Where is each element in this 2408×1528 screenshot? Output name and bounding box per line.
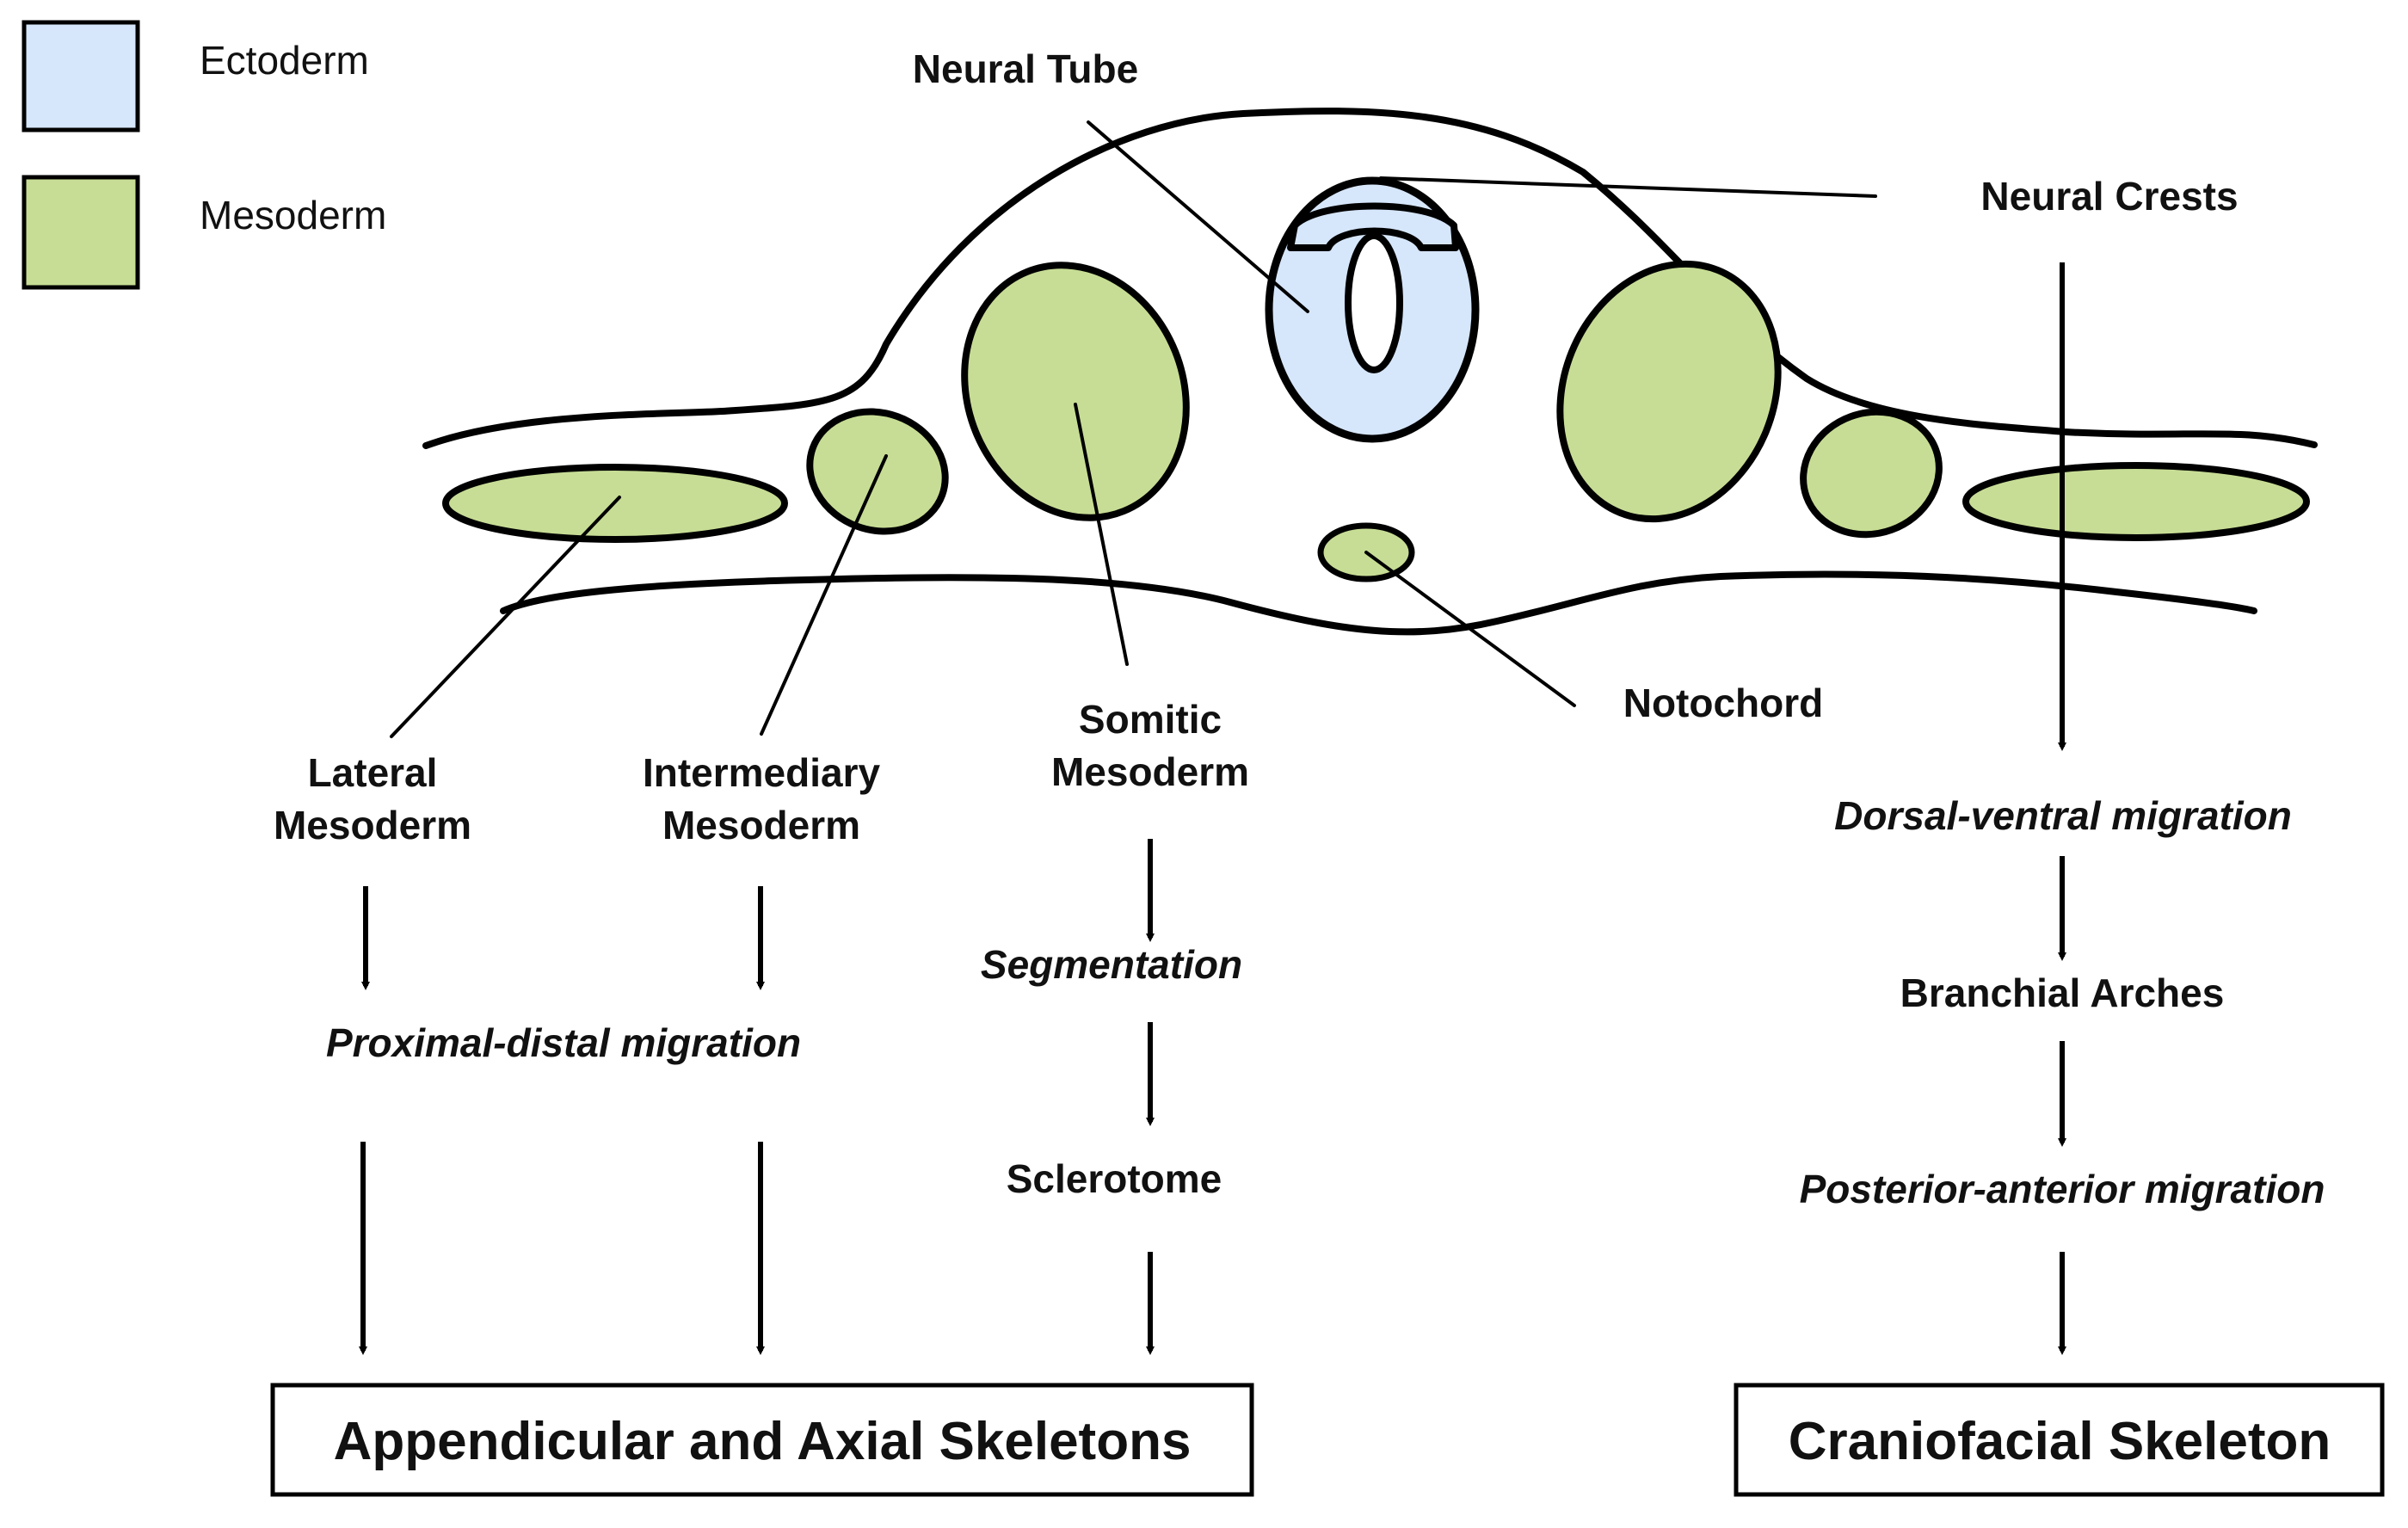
legend-swatch-mesoderm: [22, 175, 140, 290]
legend-swatch-ectoderm: [22, 20, 140, 132]
label-lateral-mesoderm-line1: Lateral: [308, 750, 438, 795]
outcome-craniofacial: Craniofacial Skeleton: [1734, 1383, 2385, 1497]
step-dorsal-ventral-migration: Dorsal-ventral migration: [1834, 793, 2292, 838]
legend-label-ectoderm: Ectoderm: [200, 38, 369, 83]
leader-lines: [390, 120, 1877, 738]
step-proximal-distal-migration: Proximal-distal migration: [326, 1020, 801, 1065]
step-segmentation: Segmentation: [981, 942, 1242, 987]
leader-notochord: [1364, 551, 1576, 707]
dorsal-surface-outline: [422, 108, 2318, 449]
step-sclerotome: Sclerotome: [1007, 1156, 1222, 1201]
neural-tube-lumen: [1345, 232, 1403, 373]
outcome-box-appendicular-axial: [270, 1383, 1254, 1497]
label-somitic-mesoderm-line2: Mesoderm: [1051, 749, 1249, 794]
right-somitic-mesoderm: [1556, 260, 1782, 523]
legend: Ectoderm Mesoderm: [22, 20, 386, 290]
neural-crest-cap: [1287, 202, 1459, 251]
leader-neural-crests: [1379, 176, 1877, 198]
leader-intermediary-mesoderm: [760, 454, 888, 736]
right-intermediary-mesoderm: [1800, 408, 1943, 539]
label-somitic-mesoderm-line1: Somitic: [1079, 697, 1222, 742]
label-neural-tube: Neural Tube: [913, 46, 1138, 91]
outcome-label-appendicular-axial: Appendicular and Axial Skeletons: [334, 1412, 1192, 1471]
right-lateral-mesoderm: [1962, 462, 2310, 541]
step-posterior-anterior-migration: Posterior-anterior migration: [1800, 1167, 2325, 1211]
label-lateral-mesoderm-line2: Mesoderm: [274, 803, 471, 847]
outcome-box-craniofacial: [1734, 1383, 2385, 1497]
label-neural-crests: Neural Crests: [1980, 174, 2238, 219]
label-notochord: Notochord: [1623, 681, 1824, 725]
left-somitic-mesoderm: [961, 262, 1190, 521]
outcome-appendicular-axial: Appendicular and Axial Skeletons: [270, 1383, 1254, 1497]
label-intermediary-mesoderm-line2: Mesoderm: [662, 803, 860, 847]
leader-lateral-mesoderm: [390, 496, 621, 738]
legend-label-mesoderm: Mesoderm: [200, 193, 386, 237]
leader-somitic-mesoderm: [1074, 403, 1129, 666]
step-branchial-arches: Branchial Arches: [1900, 970, 2225, 1015]
label-intermediary-mesoderm-line1: Intermediary: [643, 750, 881, 795]
ventral-surface-outline: [500, 570, 2257, 636]
leader-neural-tube: [1087, 120, 1309, 313]
outcome-label-craniofacial: Craniofacial Skeleton: [1789, 1412, 2331, 1471]
